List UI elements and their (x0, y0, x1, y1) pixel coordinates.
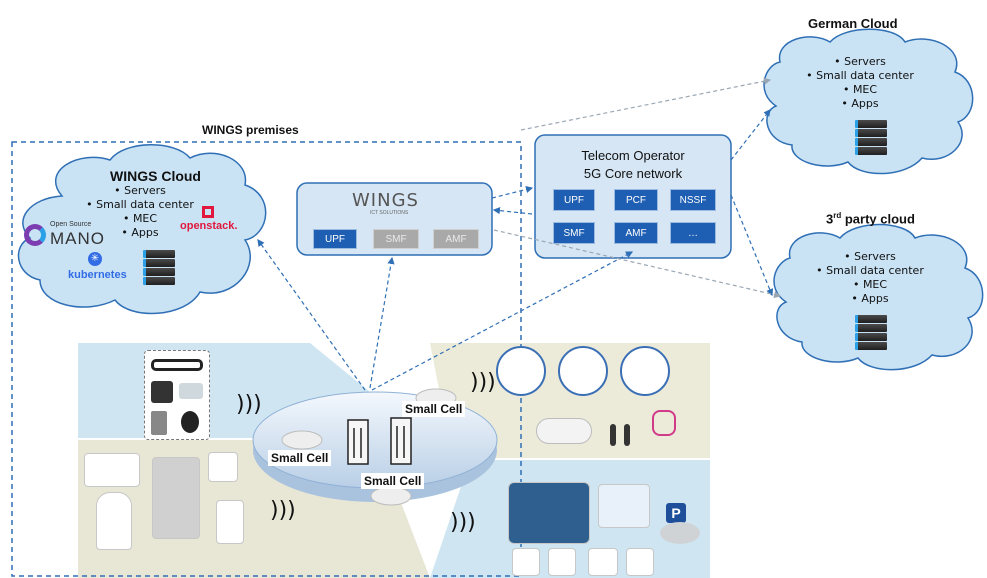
vr-controller-icon (610, 424, 616, 446)
link-node-to-core (491, 185, 534, 199)
sensor-icon (179, 383, 203, 399)
small-cell-label-3: Small Cell (361, 473, 425, 489)
third-party-cloud-item: Servers (810, 250, 930, 264)
wings-cloud-item: Servers (80, 184, 200, 198)
display-panel-image (216, 500, 244, 544)
wifi-icon: ))) (450, 510, 476, 535)
telecom-nf-smf: SMF (553, 222, 595, 244)
connector-image (626, 548, 654, 576)
wings-nf-smf: SMF (373, 229, 419, 249)
link-node-to-cloud (257, 239, 366, 391)
telecom-nf-upf: UPF (553, 189, 595, 211)
third-party-title-num: 3 (826, 211, 834, 227)
wifi-icon: ))) (270, 498, 296, 523)
wifi-icon: ))) (236, 392, 262, 417)
wings-cloud-list: Servers Small data center MEC Apps (80, 184, 200, 240)
german-cloud-item: Servers (800, 55, 920, 69)
third-party-cloud-item: MEC (810, 278, 930, 292)
telecom-nf-nssf: NSSF (670, 189, 716, 211)
wings-nf-upf: UPF (313, 229, 357, 249)
third-party-cloud-list: Servers Small data center MEC Apps (810, 250, 930, 306)
link-core-to-german (730, 109, 771, 161)
camera-image (208, 452, 238, 482)
german-cloud-item: MEC (800, 83, 920, 97)
third-party-cloud-item: Apps (810, 292, 930, 306)
smartwatch-icon (151, 381, 173, 403)
link-cell-to-core (371, 251, 634, 391)
small-cell-label-2: Small Cell (402, 401, 466, 417)
wings-node-logo-sub: ICT SOLUTIONS (370, 210, 409, 216)
robot-icon (558, 346, 608, 396)
wings-node-logo: WINGS (352, 190, 419, 211)
vr-controller-icon (624, 424, 630, 446)
third-party-cloud-item: Small data center (810, 264, 930, 278)
wings-cloud-title: WINGS Cloud (110, 168, 201, 184)
kubernetes-logo-text: kubernetes (68, 269, 127, 281)
small-cell-label-1: Small Cell (268, 450, 332, 466)
wearables-group (144, 350, 210, 440)
control-cabinet-image (152, 457, 200, 539)
mano-icon (24, 224, 46, 246)
wings-premises-boundary (11, 141, 522, 577)
wings-premises-title: WINGS premises (202, 123, 299, 137)
vr-headset-icon (536, 418, 592, 444)
german-cloud-title: German Cloud (808, 16, 898, 31)
vr-user-icon (652, 410, 676, 436)
link-core-to-thirdparty (730, 194, 774, 297)
server-rack-icon (143, 250, 175, 286)
connector-image (548, 548, 576, 576)
third-party-title-rest: party cloud (841, 211, 915, 227)
robot-icon (620, 346, 670, 396)
outdoor-sensor-image (84, 453, 140, 487)
outdoor-sensor-image (96, 492, 132, 550)
mano-logo-text: MANO (50, 229, 105, 248)
link-core-to-node (492, 207, 533, 215)
tracker-device-image (508, 482, 590, 544)
third-party-cloud-title: 3rd party cloud (826, 211, 915, 226)
wings-cloud-item: MEC (80, 212, 200, 226)
telecom-nf-amf: AMF (614, 222, 658, 244)
server-rack-icon (855, 120, 887, 156)
mano-logo-top: Open Source (50, 221, 92, 228)
wings-cloud-item: Apps (80, 226, 200, 240)
small-cell-device-3 (370, 486, 412, 506)
smartwatch-icon (181, 411, 199, 433)
robot-icon (496, 346, 546, 396)
small-cell-device-1 (281, 430, 323, 450)
smart-glasses-icon (151, 359, 203, 371)
kubernetes-icon: ✳ (88, 252, 102, 266)
link-cell-to-node (369, 256, 395, 389)
connector-image (512, 548, 540, 576)
telecom-title-line2: 5G Core network (583, 166, 683, 181)
telecom-title-line1: Telecom Operator (581, 148, 685, 163)
motor-image (598, 484, 650, 528)
german-cloud-list: Servers Small data center MEC Apps (800, 55, 920, 111)
link-premises-to-german (520, 77, 772, 131)
parking-sensor-image (660, 522, 700, 544)
parking-icon: P (666, 503, 686, 523)
wings-cloud-item: Small data center (80, 198, 200, 212)
telecom-nf-more: … (670, 222, 716, 244)
wifi-icon: ))) (470, 370, 496, 395)
building-icon (347, 417, 412, 465)
openstack-icon (202, 206, 214, 218)
sensor-icon (151, 411, 167, 435)
openstack-logo-text: openstack. (180, 220, 238, 232)
german-cloud-item: Small data center (800, 69, 920, 83)
server-rack-icon (855, 315, 887, 351)
telecom-nf-pcf: PCF (614, 189, 658, 211)
wings-nf-amf: AMF (433, 229, 479, 249)
connector-image (588, 548, 618, 576)
german-cloud-item: Apps (800, 97, 920, 111)
third-party-title-sup: rd (833, 211, 842, 220)
